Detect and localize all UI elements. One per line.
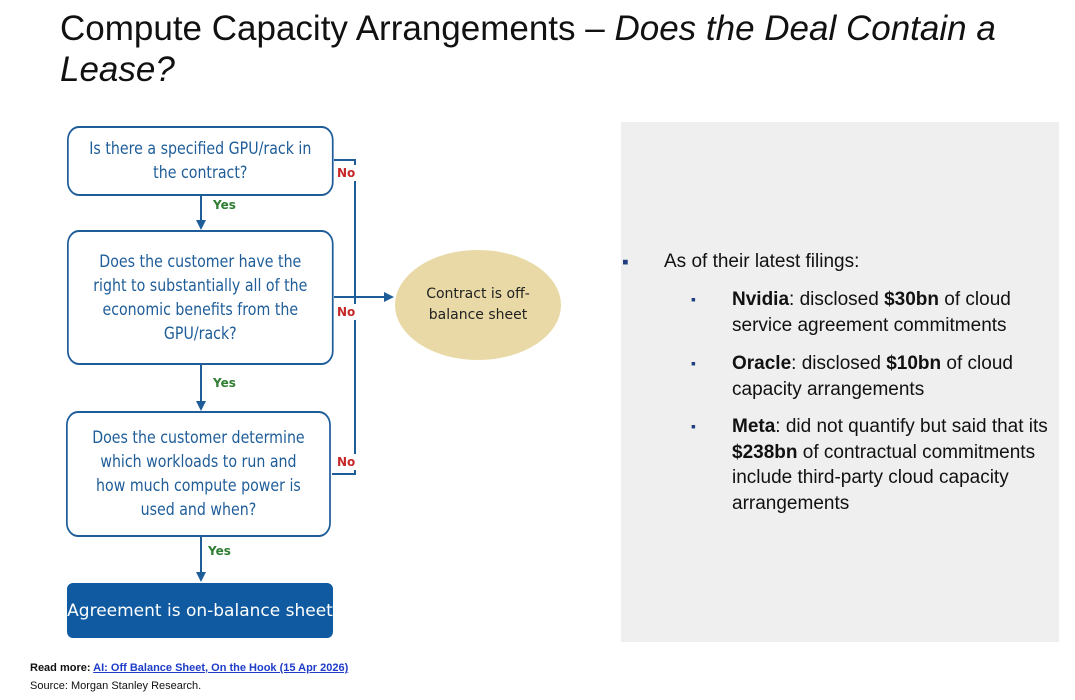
q2-line-2: right to substantially all of the	[93, 275, 308, 295]
q1-line-1: Is there a specified GPU/rack in	[89, 139, 312, 158]
off-balance-line-1: Contract is off-	[426, 286, 530, 302]
question-box-1: Is there a specified GPU/rack in the con…	[67, 126, 334, 196]
filing-item-oracle: Oracle: disclosed $10bn of cloud capacit…	[732, 353, 1013, 400]
q3-line-4: used and when?	[140, 500, 257, 519]
off-balance-ellipse: Contract is off- balance sheet	[395, 250, 561, 360]
filing-item-meta: Meta: did not quantify but said that its…	[732, 416, 1048, 514]
q2-line-3: economic benefits from the	[102, 299, 299, 319]
page-title: Compute Capacity Arrangements – Does the…	[60, 8, 1050, 90]
title-italic: Does the Deal Contain a Lease?	[60, 9, 996, 89]
read-more-label: Read more:	[30, 662, 94, 674]
no-label-3: No	[335, 454, 358, 470]
final-label: Agreement is on-balance sheet	[67, 600, 333, 621]
no-label-1: No	[335, 165, 358, 181]
q3-line-2: which workloads to run and	[100, 452, 297, 471]
sub-bullet-2: ▪	[691, 355, 696, 371]
sub-bullet-3: ▪	[691, 418, 696, 434]
amount: $238bn	[732, 441, 798, 463]
q3-line-1: Does the customer determine	[92, 428, 305, 447]
q3-line-3: how much compute power is	[96, 476, 301, 495]
yes-label-2: Yes	[213, 376, 236, 390]
question-box-3: Does the customer determine which worklo…	[66, 411, 331, 537]
sub-bullet-1: ▪	[691, 291, 696, 307]
q1-line-2: the contract?	[153, 163, 248, 182]
no-label-2: No	[335, 304, 358, 320]
read-more-link[interactable]: AI: Off Balance Sheet, On the Hook (15 A…	[93, 662, 349, 674]
off-balance-line-2: balance sheet	[428, 307, 528, 323]
main-bullet: ▪	[622, 252, 629, 273]
company-name: Meta	[732, 416, 776, 437]
q2-line-1: Does the customer have the	[99, 251, 302, 271]
filing-item-nvidia: Nvidia: disclosed $30bn of cloud service…	[732, 289, 1011, 336]
company-name: Oracle	[732, 353, 792, 374]
yes-label-1: Yes	[213, 198, 236, 212]
read-more: Read more: AI: Off Balance Sheet, On the…	[30, 662, 348, 674]
amount: $10bn	[886, 353, 942, 374]
question-box-2: Does the customer have the right to subs…	[67, 230, 334, 365]
company-name: Nvidia	[732, 289, 790, 310]
amount: $30bn	[884, 289, 939, 310]
filings-intro: As of their latest filings:	[664, 251, 860, 272]
source-note: Source: Morgan Stanley Research.	[30, 680, 202, 692]
final-box-on-balance: Agreement is on-balance sheet	[67, 583, 333, 638]
title-plain: Compute Capacity Arrangements –	[60, 9, 615, 48]
filings-panel	[621, 122, 1059, 642]
yes-label-3: Yes	[208, 544, 231, 558]
q2-line-4: GPU/rack?	[163, 323, 237, 343]
